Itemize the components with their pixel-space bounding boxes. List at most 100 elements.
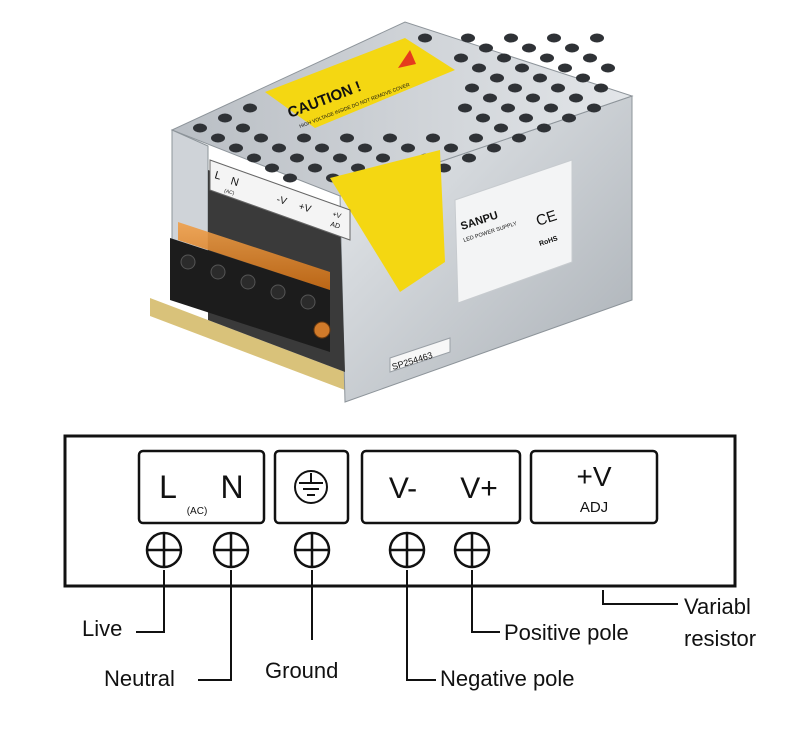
ground-symbol-icon — [294, 470, 328, 504]
positive-pole-callout: Positive pole — [504, 620, 629, 645]
vent-hole — [544, 103, 558, 113]
vent-hole — [522, 43, 536, 53]
output-terminal-box: V- V+ — [360, 449, 522, 525]
vent-hole — [418, 33, 432, 43]
terminal-sticker: L N (AC) -V +V +V AD — [209, 159, 351, 241]
vent-hole — [462, 153, 476, 163]
ventilation-holes — [193, 33, 615, 183]
vent-hole — [558, 63, 572, 73]
vent-hole — [512, 133, 526, 143]
vent-hole — [483, 93, 497, 103]
vent-hole — [590, 33, 604, 43]
adj-label: ADJ — [580, 499, 608, 516]
vent-hole — [501, 103, 515, 113]
vent-hole — [461, 33, 475, 43]
vent-hole — [340, 133, 354, 143]
vent-hole — [476, 113, 490, 123]
screw-terminal-icon — [145, 531, 183, 569]
live-letter: L — [159, 469, 177, 505]
negative-pole-callout: Negative pole — [440, 666, 575, 691]
live-callout: Live — [82, 616, 122, 641]
vent-hole — [540, 53, 554, 63]
vent-hole — [218, 113, 232, 123]
vent-hole — [508, 83, 522, 93]
vent-hole — [504, 33, 518, 43]
vent-hole — [247, 153, 261, 163]
adjust-potentiometer — [313, 321, 331, 339]
svg-text:-V: -V — [275, 194, 288, 207]
vent-hole — [497, 53, 511, 63]
terminal-panel — [63, 434, 737, 588]
ground-terminal-box — [273, 449, 350, 525]
vent-hole — [236, 123, 250, 133]
vent-hole — [272, 143, 286, 153]
vent-hole — [583, 53, 597, 63]
terminal-block — [170, 222, 330, 352]
adj-terminal-box: +V ADJ — [529, 449, 659, 525]
vent-hole — [587, 103, 601, 113]
vent-hole — [533, 73, 547, 83]
vent-hole — [401, 143, 415, 153]
vent-hole — [308, 163, 322, 173]
screw-terminal-icon — [453, 531, 491, 569]
vent-hole — [283, 173, 297, 183]
side-yellow-label — [330, 150, 445, 292]
svg-text:+V: +V — [331, 211, 342, 220]
ac-label: (AC) — [187, 506, 208, 517]
vent-hole — [576, 73, 590, 83]
vent-hole — [479, 43, 493, 53]
vent-hole — [472, 63, 486, 73]
leader-lines — [136, 570, 678, 681]
vent-hole — [211, 133, 225, 143]
vent-hole — [358, 143, 372, 153]
vent-hole — [565, 43, 579, 53]
terminal-screw-icon — [270, 284, 286, 300]
ce-mark: CE — [534, 207, 559, 230]
vent-hole — [594, 83, 608, 93]
vent-hole — [469, 133, 483, 143]
ln-terminal-box: L N (AC) — [137, 449, 266, 525]
vent-hole — [297, 133, 311, 143]
screw-terminal-icon — [293, 531, 331, 569]
vent-hole — [454, 53, 468, 63]
vent-hole — [519, 113, 533, 123]
vent-hole — [333, 153, 347, 163]
terminal-screw-icon — [240, 274, 256, 290]
vent-hole — [383, 133, 397, 143]
svg-text:L: L — [213, 169, 222, 182]
adj-plus-v-label: +V — [576, 461, 611, 492]
v-plus-label: V+ — [460, 472, 498, 505]
vent-hole — [562, 113, 576, 123]
vent-hole — [465, 83, 479, 93]
vent-hole — [490, 73, 504, 83]
vent-hole — [551, 83, 565, 93]
terminal-screw-icon — [300, 294, 316, 310]
svg-text:N: N — [229, 175, 240, 189]
vent-hole — [487, 143, 501, 153]
screw-terminal-icon — [388, 531, 426, 569]
vent-hole — [229, 143, 243, 153]
vent-hole — [426, 133, 440, 143]
vent-hole — [526, 93, 540, 103]
vent-hole — [243, 103, 257, 113]
vent-hole — [444, 143, 458, 153]
vent-hole — [547, 33, 561, 43]
terminal-screw-icon — [210, 264, 226, 280]
vent-hole — [515, 63, 529, 73]
neutral-letter: N — [220, 469, 243, 505]
product-label: SANPU LED POWER SUPPLY CE RoHS — [454, 159, 573, 304]
vent-hole — [290, 153, 304, 163]
svg-text:+V: +V — [297, 201, 312, 215]
power-supply-photo: CAUTION ! HIGH VOLTAGE INSIDE DO NOT REM… — [150, 21, 634, 403]
neutral-callout: Neutral — [104, 666, 175, 691]
vent-hole — [315, 143, 329, 153]
screw-terminal-icon — [212, 531, 250, 569]
vent-hole — [537, 123, 551, 133]
ground-callout: Ground — [265, 658, 338, 683]
vent-hole — [601, 63, 615, 73]
terminal-screw-icon — [180, 254, 196, 270]
variable-resistor-callout-line2: resistor — [684, 626, 756, 651]
vent-hole — [254, 133, 268, 143]
vent-hole — [376, 153, 390, 163]
vent-hole — [265, 163, 279, 173]
